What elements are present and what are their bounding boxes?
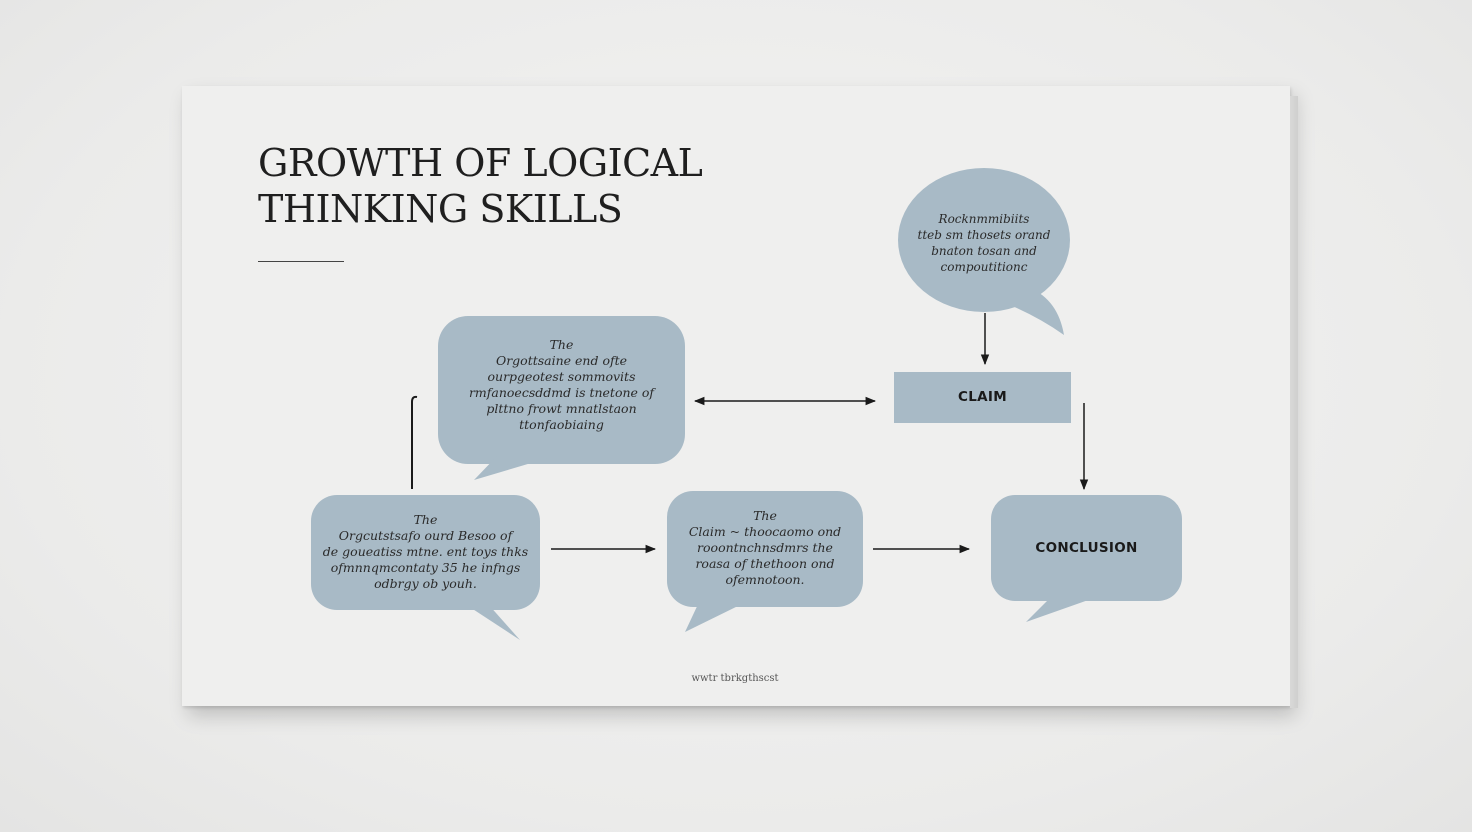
connector-lower-to-upper — [411, 395, 418, 489]
text-line: ofemnotoon. — [725, 572, 805, 587]
slide-card-edge — [1290, 96, 1298, 708]
text-line: tteb sm thosets orand — [917, 228, 1051, 242]
bubble-lower-left-text: The Orgcutstsafo ourd Besoo of de goueat… — [318, 512, 533, 592]
bubble-upper-left — [438, 316, 685, 480]
conclusion-label: CONCLUSION — [1035, 540, 1138, 556]
bubble-middle — [667, 491, 863, 632]
text-line: ourpgeotest sommovits — [487, 369, 636, 384]
bubble-middle-text: The Claim ~ thoocaomo ond rooontnchnsdmr… — [673, 508, 857, 588]
text-line: Claim ~ thoocaomo ond — [688, 524, 842, 539]
text-line: The — [753, 508, 777, 523]
text-line: compoutitionc — [940, 260, 1028, 274]
text-line: odbrgy ob youh. — [374, 576, 477, 591]
text-line: ttonfaobiaing — [519, 417, 604, 432]
text-line: Orgcutstsafo ourd Besoo of — [338, 528, 513, 543]
conclusion-bubble — [991, 495, 1182, 622]
text-line: bnaton tosan and — [931, 244, 1037, 258]
slide-title: GROWTH OF LOGICAL THINKING SKILLS — [258, 140, 703, 232]
text-line: plttno frowt mnatlstaon — [486, 401, 637, 416]
bubble-upper-left-text: The Orgottsaine end ofte ourpgeotest som… — [448, 337, 675, 433]
title-underline — [258, 261, 344, 262]
text-line: The — [413, 512, 438, 527]
text-line: ofmnnqmcontaty 35 he infngs — [330, 560, 521, 575]
title-line-1: GROWTH OF LOGICAL — [258, 141, 703, 185]
text-line: The — [549, 337, 574, 352]
text-line: de goueatiss mtne. ent toys thks — [322, 544, 529, 559]
title-line-2: THINKING SKILLS — [258, 187, 623, 231]
bubble-top-right-text: Rocknmmibiits tteb sm thosets orand bnat… — [904, 211, 1064, 275]
footer-url: wwtr tbrkgthscst — [691, 673, 779, 684]
bubble-top-right — [898, 168, 1070, 335]
claim-box — [894, 372, 1071, 423]
text-line: roasa of thethoon ond — [695, 556, 835, 571]
bubble-lower-left — [311, 495, 540, 640]
text-line: rmfanoecsddmd is tnetone of — [468, 385, 655, 400]
text-line: rooontnchnsdmrs the — [697, 540, 833, 555]
text-line: Orgottsaine end ofte — [495, 353, 628, 368]
claim-label: CLAIM — [958, 389, 1007, 405]
text-line: Rocknmmibiits — [938, 212, 1030, 226]
